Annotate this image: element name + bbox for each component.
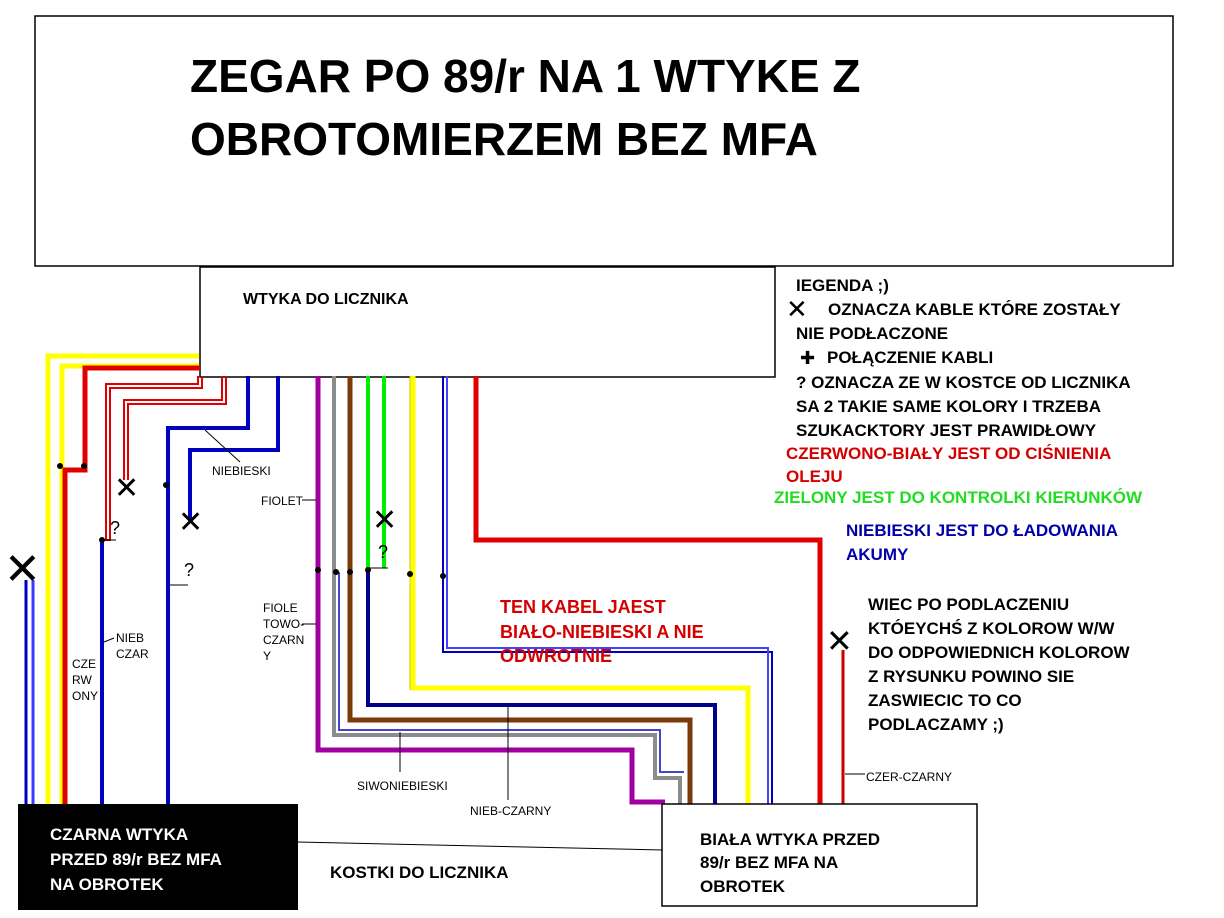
final-note-1: WIEC PO PODLACZENIU: [868, 595, 1069, 614]
label-fiole-1: FIOLE: [263, 601, 298, 615]
x-marker-icon: ✕: [178, 506, 203, 539]
white-connector-line-2: 89/r BEZ MFA NA: [700, 853, 838, 872]
white-connector-line-1: BIAŁA WTYKA PRZED: [700, 830, 880, 849]
wire-red-white-2b: [123, 376, 223, 480]
legend-plus-text: POŁĄCZENIE KABLI: [827, 348, 993, 367]
wire-purple: [315, 376, 665, 805]
white-connector-box: [661, 803, 978, 907]
x-marker-icon: ✕: [114, 472, 139, 505]
label-niebieski: NIEBIESKI: [212, 464, 271, 478]
title-box: [34, 15, 1174, 267]
wire-blue-white: [442, 376, 773, 805]
wire-blue-2: [188, 376, 280, 520]
connector-link-line: [297, 841, 663, 851]
white-connector-line-3: OBROTEK: [700, 877, 786, 896]
legend-q-line-1: ? OZNACZA ZE W KOSTCE OD LICZNIKA: [796, 373, 1131, 392]
final-note-2: KTÓEYCHŚ Z KOLOROW W/W: [868, 619, 1115, 638]
wire-red-left: [62, 365, 200, 805]
wire-brown: [347, 376, 693, 805]
black-connector-line-2: PRZED 89/r BEZ MFA: [50, 850, 222, 869]
legend-x-line-2: NIE PODŁACZONE: [796, 324, 948, 343]
title-line-2: OBROTOMIERZEM BEZ MFA: [190, 113, 818, 165]
question-mark: ?: [184, 560, 194, 580]
question-mark: ?: [110, 518, 120, 538]
legend-red-line-1: CZERWONO-BIAŁY JEST OD CIŚNIENIA: [786, 444, 1111, 463]
wire-yellow-left-path: [45, 353, 199, 805]
wire-blue-1: [166, 376, 250, 805]
x-marker-icon: ✕: [4, 545, 41, 594]
legend-title: IEGENDA ;): [796, 276, 889, 295]
wire-red-right: [473, 376, 823, 805]
x-marker-icon: ✕: [826, 623, 853, 659]
wire-yellow-right: [410, 376, 751, 805]
legend-plus-icon: ✚: [800, 348, 815, 368]
final-note-3: DO ODPOWIEDNICH KOLOROW: [868, 643, 1131, 662]
label-cze-1: CZE: [72, 657, 96, 671]
label-fiole-2: TOWO-: [263, 617, 304, 631]
label-cze-3: ONY: [72, 689, 98, 703]
connector-link-label: KOSTKI DO LICZNIKA: [330, 863, 509, 882]
wire-red-white-1b: [105, 376, 199, 540]
junction-dots: [57, 463, 446, 579]
legend-red-line-2: OLEJU: [786, 467, 843, 486]
final-note-6: PODLACZAMY ;): [868, 715, 1004, 734]
label-nieb-czarny: NIEB-CZARNY: [470, 804, 551, 818]
wire-blue-white-b: [446, 376, 769, 805]
legend-q-line-3: SZUKACKTORY JEST PRAWIDŁOWY: [796, 421, 1097, 440]
label-nieb-2: CZAR: [116, 647, 149, 661]
question-mark: ?: [378, 542, 388, 562]
title-line-1: ZEGAR PO 89/r NA 1 WTYKE Z: [190, 50, 861, 102]
black-connector-line-3: NA OBROTEK: [50, 875, 164, 894]
label-cze-2: RW: [72, 673, 92, 687]
black-connector-box: [18, 804, 298, 910]
legend-x-line-1: OZNACZA KABLE KTÓRE ZOSTAŁY: [828, 300, 1121, 319]
top-connector-box: [199, 266, 776, 378]
wire-navy: [366, 568, 717, 805]
label-fiole-4: Y: [263, 649, 271, 663]
legend-blue-line-1: NIEBIESKI JEST DO ŁADOWANIA: [846, 521, 1118, 540]
label-nieb-1: NIEB: [116, 631, 144, 645]
final-note-5: ZASWIECIC TO CO: [868, 691, 1022, 710]
label-fiole-3: CZARN: [263, 633, 304, 647]
label-fiolet: FIOLET: [261, 494, 304, 508]
note-line-3: ODWROTNIE: [500, 646, 612, 666]
legend-x-icon: ✕: [786, 294, 808, 324]
legend-green: ZIELONY JEST DO KONTROLKI KIERUNKÓW: [774, 488, 1143, 507]
black-connector-line-1: CZARNA WTYKA: [50, 825, 188, 844]
wire-red-white-2: [127, 376, 227, 480]
wire-gray: [332, 376, 682, 805]
x-marker-icon: ✕: [372, 504, 397, 537]
note-line-2: BIAŁO-NIEBIESKI A NIE: [500, 622, 704, 642]
label-czer-czarny: CZER-CZARNY: [866, 770, 952, 784]
top-connector-label: WTYKA DO LICZNIKA: [243, 291, 409, 308]
legend-q-line-2: SA 2 TAKIE SAME KOLORY I TRZEBA: [796, 397, 1101, 416]
legend-blue-line-2: AKUMY: [846, 545, 909, 564]
label-siwoniebieski: SIWONIEBIESKI: [357, 779, 448, 793]
wire-gray-blue: [338, 572, 684, 773]
note-line-1: TEN KABEL JAEST: [500, 597, 666, 617]
final-note-4: Z RYSUNKU POWINO SIE: [868, 667, 1074, 686]
